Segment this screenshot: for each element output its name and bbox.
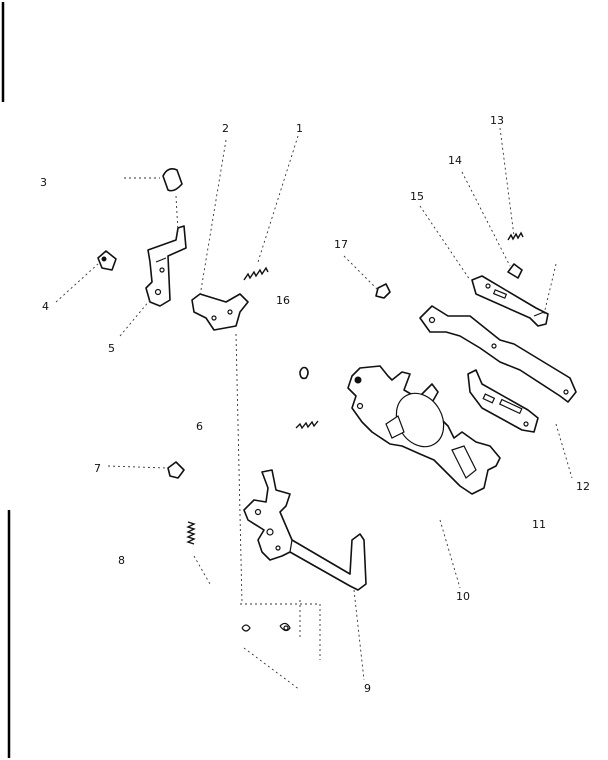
callout-7: 7	[94, 462, 101, 475]
part-12-long-arm	[419, 305, 577, 403]
part-3-cap	[162, 168, 183, 192]
callout-4: 4	[42, 300, 49, 313]
part-1-spring	[243, 266, 269, 281]
callout-17: 17	[334, 238, 348, 251]
part-15-small-plate	[471, 275, 549, 327]
callout-5: 5	[108, 342, 115, 355]
callout-14: 14	[448, 154, 462, 167]
part-14-cone	[507, 263, 523, 279]
callout-2: 2	[222, 122, 229, 135]
part-small-hardware	[241, 622, 291, 632]
part-5-bracket	[145, 225, 187, 307]
part-6-spring	[295, 420, 319, 430]
callout-1: 1	[296, 122, 303, 135]
callout-13: 13	[490, 114, 504, 127]
callout-10: 10	[456, 590, 470, 603]
callout-12: 12	[576, 480, 590, 493]
part-10-plate	[347, 365, 501, 495]
part-7-knob	[167, 461, 185, 479]
part-11-slotted-plate	[467, 369, 539, 433]
part-8-spring	[186, 521, 196, 545]
callout-15: 15	[410, 190, 424, 203]
callout-3: 3	[40, 176, 47, 189]
callout-labels: 1 2 3 4 5 6 7 8 9 10 11 12 13 14 15 16 1…	[40, 114, 590, 695]
part-9-lever	[243, 469, 367, 591]
callout-6: 6	[196, 420, 203, 433]
callout-11: 11	[532, 518, 546, 531]
callout-16: 16	[276, 294, 290, 307]
callout-8: 8	[118, 554, 125, 567]
part-13-spring	[507, 231, 524, 241]
part-6-clip	[299, 366, 309, 380]
part-4-knob	[97, 250, 117, 271]
callout-9: 9	[364, 682, 371, 695]
part-17-knob	[375, 283, 391, 299]
leader-lines	[55, 127, 573, 691]
part-2-small-bracket	[191, 293, 249, 331]
